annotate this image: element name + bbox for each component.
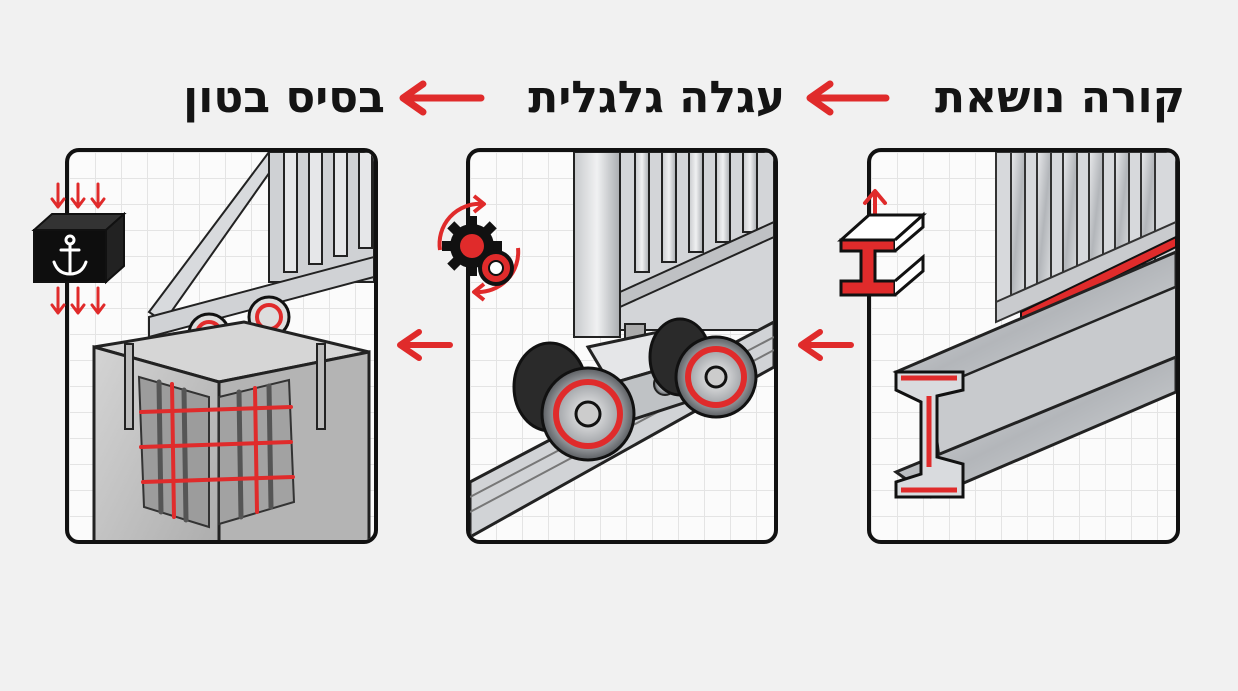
roller-trolley-illustration [470,152,774,539]
step-2-title: עגלה גלגלית [528,72,785,123]
step-1-title: קורה נושאת [934,72,1185,123]
concrete-base-illustration [92,152,374,540]
anchor-load-icon [31,182,127,315]
carrier-beam-illustration [892,152,1176,499]
mid-arrow-2-icon [397,329,453,361]
step-3-title: בסיס בטון [183,72,385,123]
gear-rotation-icon [437,194,521,302]
mid-arrow-1-icon [798,329,854,361]
top-arrow-2-icon [399,80,485,116]
top-arrow-1-icon [806,80,890,116]
panel-carrier-beam [867,148,1180,544]
panel-roller-trolley [466,148,778,544]
i-beam-icon [837,189,927,297]
